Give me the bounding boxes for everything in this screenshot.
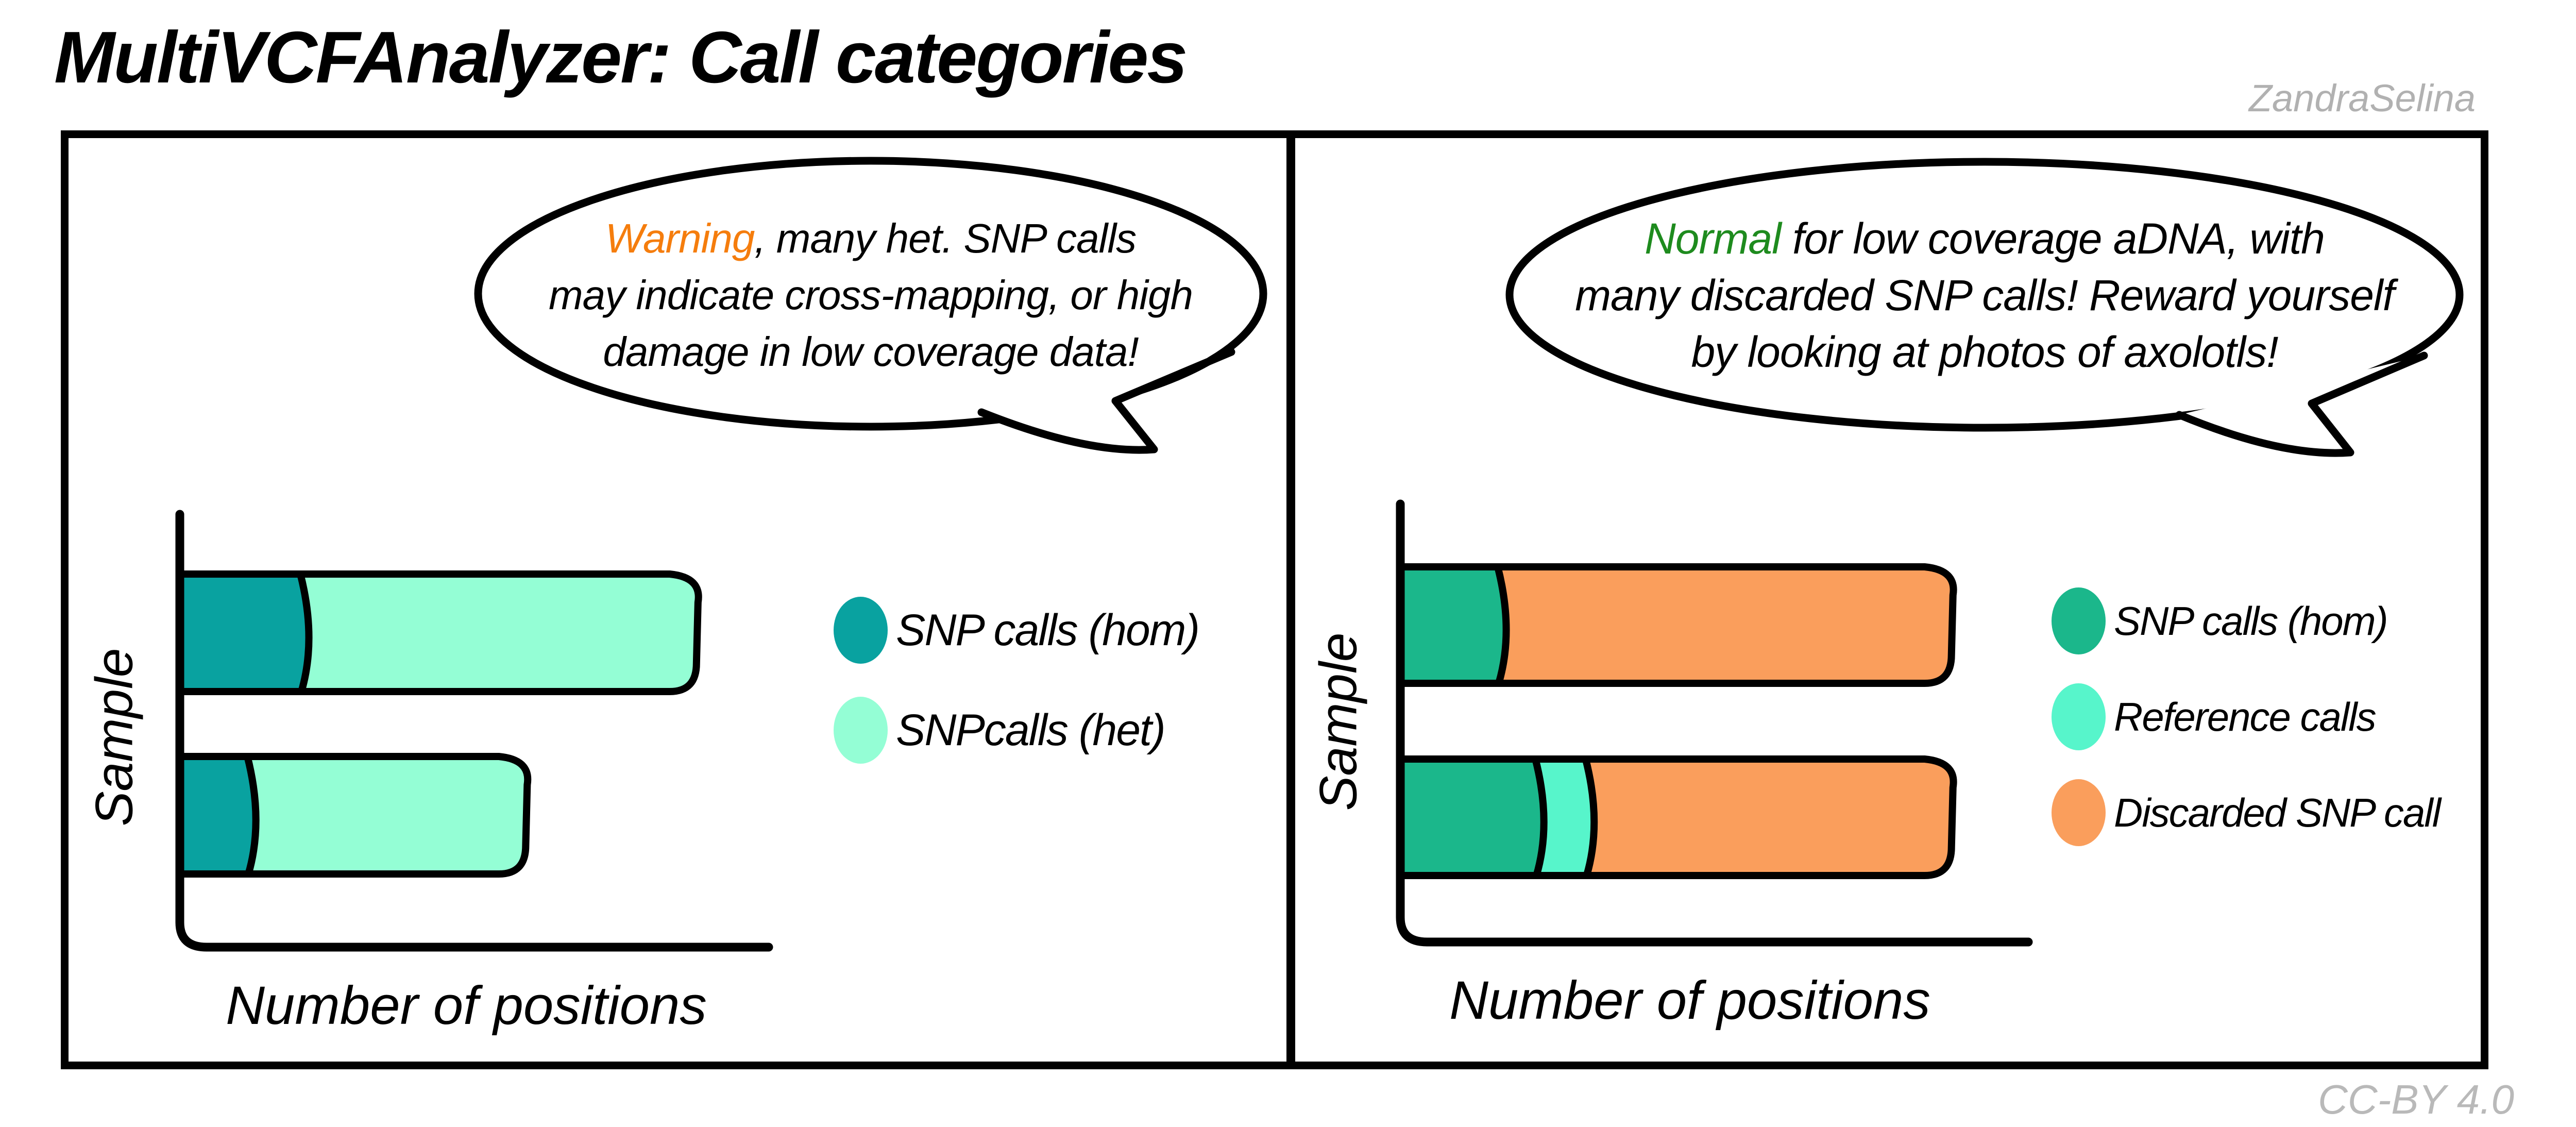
legend-item: Discarded SNP call [2052, 779, 2441, 846]
artist-credit: ZandraSelina [2248, 77, 2476, 120]
chart-shape [1396, 499, 2033, 947]
bubble-line-rest: for low coverage aDNA, with [1781, 214, 2325, 263]
bubble-ellipse [474, 157, 1267, 431]
right-chart-legend: SNP calls (hom) Reference calls Discarde… [2052, 587, 2441, 875]
speech-bubble-left [474, 157, 1267, 454]
legend-swatch-snp-het-icon [834, 697, 888, 764]
left-y-axis-label: Sample [84, 648, 144, 827]
right-panel-chart [1396, 499, 2033, 947]
license-text: CC-BY 4.0 [2318, 1076, 2514, 1122]
left-chart-legend: SNP calls (hom) SNPcalls (het) [834, 597, 1200, 797]
chart-shape [176, 753, 260, 878]
right-x-axis-label: Number of positions [1449, 970, 1930, 1031]
chart-shape [176, 753, 532, 878]
chart-shape [1397, 563, 1510, 687]
legend-swatch-reference-icon [2052, 683, 2106, 750]
legend-label: Discarded SNP call [2114, 789, 2441, 835]
legend-item: Reference calls [2052, 683, 2440, 750]
bubble-tail-outline [2175, 351, 2428, 457]
legend-item: SNP calls (hom) [834, 597, 1200, 664]
legend-label: Reference calls [2114, 694, 2377, 739]
legend-label: SNP calls (hom) [2114, 598, 2388, 644]
speech-bubble-right [1505, 158, 2464, 457]
legend-swatch-snp-hom-icon [834, 597, 888, 664]
bubble-line-rest: , many het. SNP calls [754, 215, 1137, 261]
warning-highlight: Warning [605, 215, 755, 261]
bubble-text-left: Warning, many het. SNP calls may indicat… [513, 210, 1229, 380]
chart-shape [175, 510, 773, 952]
normal-highlight: Normal [1645, 214, 1782, 263]
bubble-line: Warning, many het. SNP calls [513, 210, 1229, 267]
bubble-text-right: Normal for low coverage aDNA, with many … [1536, 210, 2433, 380]
bubble-line: damage in low coverage data! [603, 329, 1139, 375]
left-x-axis-label: Number of positions [226, 975, 707, 1036]
bubble-tail-outline [977, 348, 1235, 454]
left-panel-chart [175, 510, 773, 952]
legend-item: SNPcalls (het) [834, 697, 1199, 764]
legend-swatch-discarded-icon [2052, 779, 2106, 846]
chart-shape [1397, 755, 1548, 879]
legend-swatch-snp-hom-icon [2052, 587, 2106, 654]
legend-label: SNP calls (hom) [896, 605, 1200, 655]
bubble-line: may indicate cross-mapping, or high [548, 272, 1193, 318]
bubble-line: by looking at photos of axolotls! [1691, 328, 2278, 376]
bubble-line: many discarded SNP calls! Reward yoursel… [1575, 271, 2395, 319]
bubble-line: Normal for low coverage aDNA, with [1536, 210, 2433, 267]
legend-item: SNP calls (hom) [2052, 587, 2440, 654]
chart-shape [176, 570, 313, 695]
legend-label: SNPcalls (het) [896, 705, 1166, 755]
panel-divider [1286, 130, 1295, 1069]
page-title: MultiVCFAnalyzer: Call categories [54, 16, 1188, 98]
bubble-ellipse [1505, 158, 2464, 432]
chart-shape [1397, 563, 1957, 687]
right-y-axis-label: Sample [1309, 632, 1368, 811]
